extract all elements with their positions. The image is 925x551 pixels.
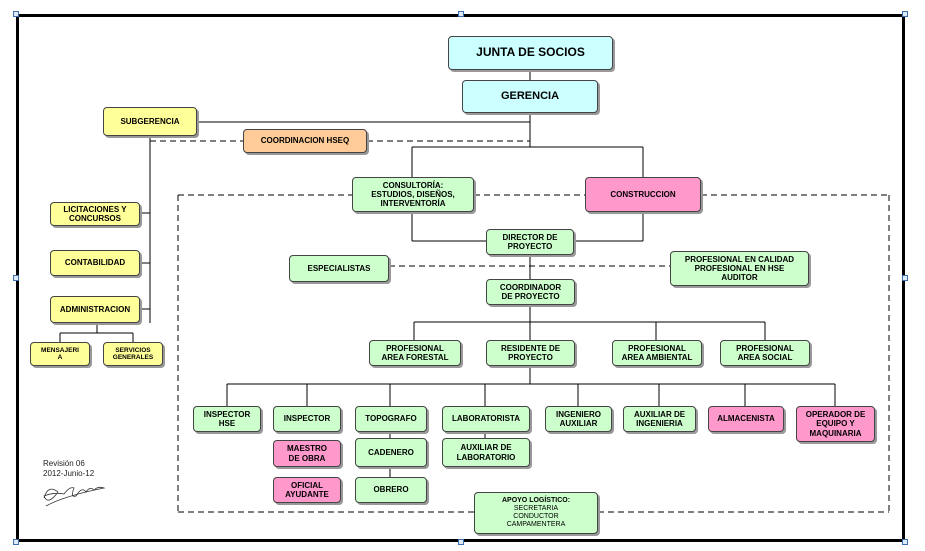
- inspector-box: INSPECTOR: [273, 406, 341, 432]
- subgerencia-box: SUBGERENCIA: [103, 107, 197, 136]
- administracion-box: ADMINISTRACION: [50, 296, 140, 323]
- resize-handle-middle-left[interactable]: [13, 275, 19, 281]
- operador-equipo-box: OPERADOR DE EQUIPO Y MAQUINARIA: [796, 406, 875, 442]
- inspector-hse-box: INSPECTOR HSE: [193, 406, 261, 432]
- ingeniero-auxiliar-box: INGENIERO AUXILIAR: [545, 406, 612, 432]
- profesional-forestal-box: PROFESIONAL AREA FORESTAL: [369, 340, 461, 366]
- coordinador-proyecto-box: COORDINADOR DE PROYECTO: [486, 279, 575, 305]
- auxiliar-ingenieria-box: AUXILIAR DE INGENIERIA: [623, 406, 696, 432]
- resize-handle-bottom-left[interactable]: [13, 539, 19, 545]
- director-proyecto-box: DIRECTOR DE PROYECTO: [486, 229, 574, 255]
- gerencia-box: GERENCIA: [462, 80, 598, 113]
- consultoria-box: CONSULTORÍA: ESTUDIOS, DISEÑOS, INTERVEN…: [352, 177, 474, 212]
- apoyo-logistico-title: APOYO LOGÍSTICO:: [501, 496, 571, 504]
- revision-date: 2012-Junio-12: [43, 469, 95, 479]
- apoyo-logistico-items: SECRETARIA CONDUCTOR CAMPAMENTERA: [506, 504, 566, 529]
- resize-handle-top-left[interactable]: [13, 11, 19, 17]
- profesional-social-box: PROFESIONAL AREA SOCIAL: [720, 340, 810, 366]
- servicios-generales-box: SERVICIOS GENERALES: [103, 342, 163, 366]
- junta-de-socios-box: JUNTA DE SOCIOS: [448, 36, 613, 70]
- especialistas-box: ESPECIALISTAS: [289, 255, 389, 282]
- profesional-ambiental-box: PROFESIONAL AREA AMBIENTAL: [612, 340, 702, 366]
- resize-handle-bottom-center[interactable]: [458, 539, 464, 545]
- revision-label: Revisión 06 2012-Junio-12: [43, 459, 94, 480]
- resize-handle-top-right[interactable]: [902, 11, 908, 17]
- obrero-box: OBRERO: [355, 477, 427, 503]
- resize-handle-bottom-right[interactable]: [902, 539, 908, 545]
- profesional-calidad-box: PROFESIONAL EN CALIDAD PROFESIONAL EN HS…: [670, 251, 809, 286]
- laboratorista-box: LABORATORISTA: [442, 406, 530, 432]
- licitaciones-box: LICITACIONES Y CONCURSOS: [50, 202, 140, 226]
- resize-handle-middle-right[interactable]: [902, 275, 908, 281]
- almacenista-box: ALMACENISTA: [708, 406, 784, 432]
- cadenero-box: CADENERO: [355, 438, 427, 467]
- signature: [43, 486, 106, 507]
- residente-proyecto-box: RESIDENTE DE PROYECTO: [486, 340, 575, 366]
- revision-number: Revisión 06: [43, 459, 85, 468]
- construccion-box: CONSTRUCCION: [585, 177, 701, 212]
- apoyo-logistico-box: APOYO LOGÍSTICO: SECRETARIA CONDUCTOR CA…: [474, 492, 598, 534]
- maestro-obra-box: MAESTRO DE OBRA: [273, 440, 341, 467]
- auxiliar-laboratorio-box: AUXILIAR DE LABORATORIO: [442, 438, 530, 467]
- coordinacion-hseq-box: COORDINACION HSEQ: [243, 129, 367, 153]
- resize-handle-top-center[interactable]: [458, 11, 464, 17]
- topografo-box: TOPOGRAFO: [355, 406, 427, 432]
- oficial-ayudante-box: OFICIAL AYUDANTE: [273, 477, 341, 503]
- mensajeria-box: MENSAJERI A: [30, 342, 90, 366]
- contabilidad-box: CONTABILIDAD: [50, 250, 140, 276]
